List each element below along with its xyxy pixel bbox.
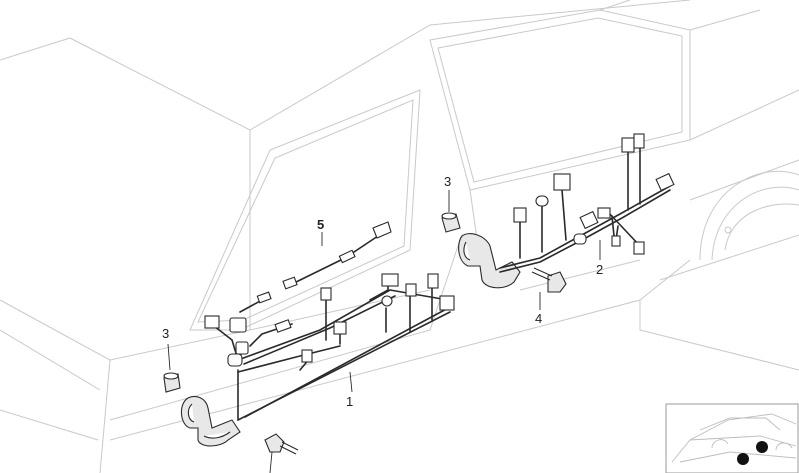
callout-harness-front: 1 <box>346 394 353 409</box>
harness-rear-door[interactable] <box>499 133 675 273</box>
harness-front-door[interactable] <box>204 273 455 421</box>
location-thumbnail[interactable] <box>665 403 799 473</box>
grommet-front-plug[interactable] <box>163 372 181 393</box>
location-marker-front <box>737 453 749 465</box>
bolt-front[interactable] <box>264 433 299 455</box>
harness-extension[interactable] <box>282 221 392 290</box>
grommet-front[interactable] <box>180 395 241 447</box>
car-silhouette-icon <box>671 413 797 463</box>
grommet-rear[interactable] <box>458 233 521 289</box>
callout-harness-rear: 2 <box>596 262 603 277</box>
leader-lines <box>167 190 601 473</box>
callout-grommet-rear: 3 <box>444 174 451 189</box>
harness-extension-plug[interactable] <box>239 291 272 313</box>
callout-harness-extension: 5 <box>317 217 324 232</box>
callout-bolt: 4 <box>535 311 542 326</box>
bolt[interactable] <box>531 267 567 293</box>
grommet-rear-plug[interactable] <box>441 212 461 233</box>
location-marker-rear <box>756 441 768 453</box>
callout-grommet-front: 3 <box>162 326 169 341</box>
